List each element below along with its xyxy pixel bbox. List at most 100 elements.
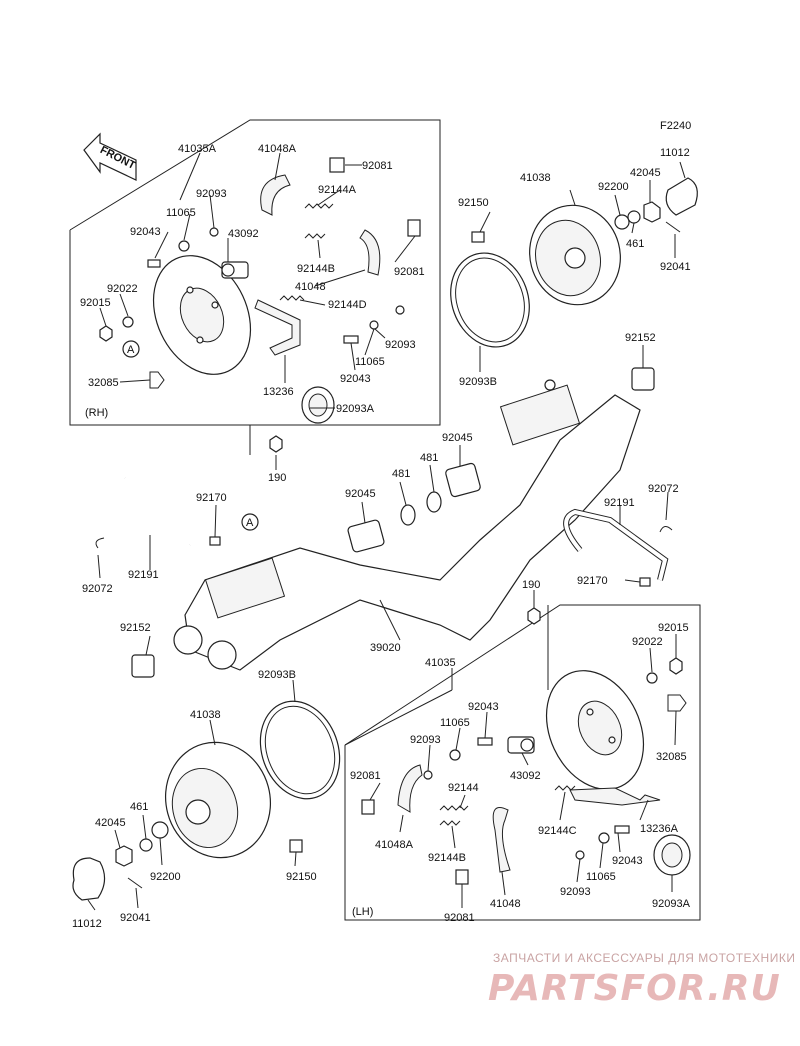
label-39020: 39020	[370, 642, 401, 654]
label-92041-b: 92041	[120, 912, 151, 924]
label-42045-a: 42045	[630, 167, 661, 179]
label-92043-d: 92043	[612, 855, 643, 867]
washer-92093-b	[369, 320, 379, 330]
brake-shoe-lh-lower	[492, 807, 511, 873]
washer-92093-c	[395, 305, 405, 315]
callout-a-2	[241, 513, 259, 531]
wheel-cylinder-rh	[221, 261, 249, 279]
label-190-b: 190	[522, 579, 540, 591]
bearing-92045-a	[347, 519, 385, 553]
front-arrow-icon: FRONT	[83, 132, 137, 181]
pin-92043-lh-b	[614, 825, 630, 834]
label-41048-a: 41048	[295, 281, 326, 293]
label-92093-d: 92093	[560, 886, 591, 898]
clip-92081-c	[361, 799, 375, 815]
bushing-92152-a	[631, 367, 655, 391]
label-43092-b: 43092	[510, 770, 541, 782]
label-92093-c: 92093	[410, 734, 441, 746]
label-42045-b: 42045	[95, 817, 126, 829]
hose-92191-a	[84, 471, 191, 556]
label-92093B-a: 92093B	[459, 376, 497, 388]
label-92144A: 92144A	[318, 184, 357, 196]
label-92015-a: 92015	[80, 297, 111, 309]
label-32085-b: 32085	[656, 751, 687, 763]
label-92041-a: 92041	[660, 261, 691, 273]
nut-11065-lh-a	[449, 749, 461, 761]
washer-92200-a	[614, 214, 630, 230]
spring-92144B	[304, 233, 326, 239]
label-41038-b: 41038	[190, 709, 221, 721]
backing-plate-rh	[152, 255, 252, 375]
clip-92081-d	[455, 869, 469, 885]
label-92045-a: 92045	[442, 432, 473, 444]
ring-461-b	[139, 838, 153, 852]
label-92081-b: 92081	[394, 266, 425, 278]
label-92191-a: 92191	[128, 569, 159, 581]
nut-92015-b	[669, 657, 683, 675]
label-92043-b: 92043	[340, 373, 371, 385]
bolt-190-a	[269, 435, 283, 453]
label-13236A: 13236A	[640, 823, 679, 835]
label-92191-b: 92191	[604, 497, 635, 509]
label-92093B-b: 92093B	[258, 669, 296, 681]
nut-42045-a	[643, 201, 661, 223]
label-92150-a: 92150	[458, 197, 489, 209]
clamp-92170-a	[209, 536, 221, 546]
label-11012-a: 11012	[660, 147, 690, 159]
callout-a-1	[122, 340, 140, 358]
nut-92015-a	[99, 325, 113, 342]
label-481-b: 481	[392, 468, 410, 480]
label-92144B-a: 92144B	[297, 263, 335, 275]
brake-shoe-rh-upper	[260, 174, 291, 216]
axle-bore-left-b	[207, 640, 237, 670]
label-92093-b: 92093	[385, 339, 416, 351]
spring-92144D	[279, 295, 305, 301]
part-labels: 41035A 41048A 92081 92093 92144A 11065 9…	[72, 143, 691, 930]
label-11065-c: 11065	[440, 717, 470, 729]
label-92081-d: 92081	[444, 912, 475, 924]
lever-13236A	[569, 787, 661, 806]
spring-92144	[439, 805, 469, 811]
axle-bore-left-a	[173, 625, 203, 655]
label-92093A-a: 92093A	[336, 403, 375, 415]
label-41035A: 41035A	[178, 143, 217, 155]
seal-92093B-a	[450, 252, 530, 348]
washer-92093-lh-b	[575, 850, 585, 860]
bolt-92150-a	[471, 231, 485, 243]
clip-92081-b	[407, 219, 421, 237]
callout-a-2-text: A	[246, 517, 254, 529]
washer-92093-a	[209, 227, 219, 237]
bearing-92045-b	[445, 462, 481, 498]
circlip-481-b	[426, 491, 442, 513]
label-92152-b: 92152	[120, 622, 151, 634]
bushing-92152-b	[131, 654, 155, 678]
callout-a-1-text: A	[127, 344, 135, 356]
swing-arm-plate-right	[499, 384, 581, 446]
seal-92093B-b	[259, 700, 341, 800]
washer-92093-lh-a	[423, 770, 433, 780]
ring-461-a	[627, 210, 641, 224]
clamp-92170-b	[639, 577, 651, 587]
washer-92200-b	[151, 821, 169, 839]
label-92144: 92144	[448, 782, 479, 794]
label-92081-a: 92081	[362, 160, 393, 172]
label-92144C: 92144C	[538, 825, 577, 837]
label-92093-a: 92093	[196, 188, 227, 200]
leader-lines	[87, 152, 686, 911]
label-481-a: 481	[420, 452, 438, 464]
seal-92093A-a	[301, 386, 335, 424]
label-13236: 13236	[263, 386, 294, 398]
rh-side-label: (RH)	[85, 407, 108, 419]
clip-32085-b	[667, 694, 687, 712]
label-92022-a: 92022	[107, 283, 138, 295]
swing-arm-plate-left	[204, 557, 286, 619]
label-92072-b: 92072	[648, 483, 679, 495]
watermark-brand: PARTSFOR.RU	[488, 968, 781, 1009]
label-92150-b: 92150	[286, 871, 317, 883]
brake-drum-rh	[529, 204, 621, 306]
wheel-cylinder-lh	[507, 736, 535, 754]
mount-boss	[544, 379, 556, 391]
label-92043-a: 92043	[130, 226, 161, 238]
label-92072-a: 92072	[82, 583, 113, 595]
